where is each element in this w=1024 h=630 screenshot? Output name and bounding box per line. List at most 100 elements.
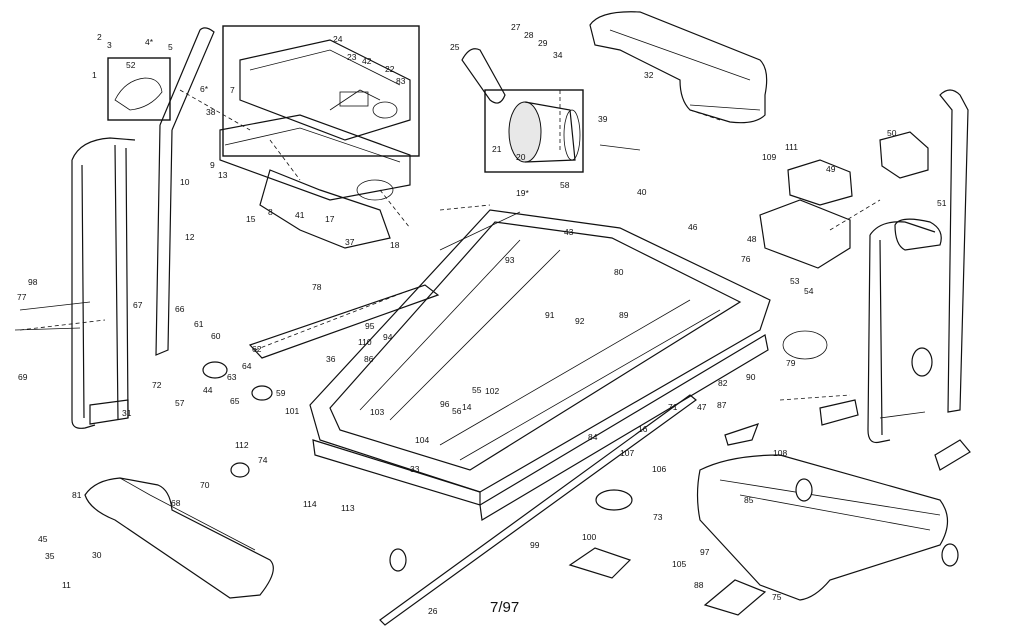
part-label-67: 67 bbox=[133, 300, 143, 310]
part-label-108: 108 bbox=[773, 448, 787, 458]
part-label-66: 66 bbox=[175, 304, 185, 314]
left-footrail bbox=[84, 477, 274, 599]
motor-hood bbox=[589, 11, 768, 124]
part-label-7: 7 bbox=[230, 85, 235, 95]
part-label-42: 42 bbox=[362, 56, 372, 66]
part-label-76: 76 bbox=[741, 254, 751, 264]
part-label-84: 84 bbox=[588, 432, 598, 442]
part-label-23: 23 bbox=[347, 52, 357, 62]
part-label-64: 64 bbox=[242, 361, 252, 371]
part-label-61: 61 bbox=[194, 319, 204, 329]
part-label-28: 28 bbox=[524, 30, 534, 40]
part-label-45: 45 bbox=[38, 534, 48, 544]
part-label-98: 98 bbox=[28, 277, 38, 287]
part-label-79: 79 bbox=[786, 358, 796, 368]
left-handrail bbox=[71, 137, 136, 429]
part-label-34: 34 bbox=[553, 50, 563, 60]
part-label-44: 44 bbox=[203, 385, 213, 395]
part-label-69: 69 bbox=[18, 372, 28, 382]
part-label-103: 103 bbox=[370, 407, 384, 417]
part-label-22: 22 bbox=[385, 64, 395, 74]
part-label-56: 56 bbox=[452, 406, 462, 416]
part-label-5: 5 bbox=[168, 42, 173, 52]
part-label-9: 9 bbox=[210, 160, 215, 170]
part-label-31: 31 bbox=[122, 408, 132, 418]
part-label-59: 59 bbox=[276, 388, 286, 398]
treadmill-frame bbox=[254, 204, 771, 521]
part-label-57: 57 bbox=[175, 398, 185, 408]
part-label-6-star: 6* bbox=[200, 84, 209, 94]
part-label-30: 30 bbox=[92, 550, 102, 560]
detail-box-console bbox=[222, 25, 420, 157]
part-label-39: 39 bbox=[598, 114, 608, 124]
part-label-55: 55 bbox=[472, 385, 482, 395]
part-label-71: 71 bbox=[668, 402, 678, 412]
part-label-72: 72 bbox=[152, 380, 162, 390]
part-label-51: 51 bbox=[937, 198, 947, 208]
part-label-73: 73 bbox=[653, 512, 663, 522]
part-label-20: 20 bbox=[516, 152, 526, 162]
part-label-68: 68 bbox=[171, 498, 181, 508]
detail-box-hand-sensor bbox=[107, 57, 171, 121]
part-label-113: 113 bbox=[341, 503, 355, 513]
part-label-87: 87 bbox=[717, 400, 727, 410]
part-label-78: 78 bbox=[312, 282, 322, 292]
part-label-80: 80 bbox=[614, 267, 624, 277]
part-label-41: 41 bbox=[295, 210, 305, 220]
part-label-52: 52 bbox=[126, 60, 136, 70]
part-label-63: 63 bbox=[227, 372, 237, 382]
part-label-88: 88 bbox=[694, 580, 704, 590]
part-label-32: 32 bbox=[644, 70, 654, 80]
part-label-111: 111 bbox=[785, 142, 798, 152]
part-label-37: 37 bbox=[345, 237, 355, 247]
part-label-114: 114 bbox=[303, 499, 317, 509]
part-label-26: 26 bbox=[428, 606, 438, 616]
detail-box-motor-pulley bbox=[484, 89, 584, 173]
part-label-8: 8 bbox=[268, 207, 273, 217]
part-label-40: 40 bbox=[637, 187, 647, 197]
part-label-16: 16 bbox=[638, 424, 648, 434]
part-label-91: 91 bbox=[545, 310, 555, 320]
part-label-43: 43 bbox=[564, 227, 574, 237]
part-label-70: 70 bbox=[200, 480, 210, 490]
part-label-15: 15 bbox=[246, 214, 256, 224]
part-label-112: 112 bbox=[235, 440, 249, 450]
part-label-74: 74 bbox=[258, 455, 268, 465]
part-label-97: 97 bbox=[700, 547, 710, 557]
part-label-18: 18 bbox=[390, 240, 400, 250]
revision-date: 7/97 bbox=[490, 599, 519, 616]
part-label-27: 27 bbox=[511, 22, 521, 32]
part-label-60: 60 bbox=[211, 331, 221, 341]
part-label-14: 14 bbox=[462, 402, 472, 412]
part-label-86: 86 bbox=[364, 354, 374, 364]
part-label-58: 58 bbox=[560, 180, 570, 190]
part-label-54: 54 bbox=[804, 286, 814, 296]
part-label-90: 90 bbox=[746, 372, 756, 382]
part-label-17: 17 bbox=[325, 214, 335, 224]
part-label-83: 83 bbox=[396, 76, 406, 86]
right-footrail bbox=[696, 454, 949, 601]
part-label-82: 82 bbox=[718, 378, 728, 388]
part-label-10: 10 bbox=[180, 177, 190, 187]
left-upright-tube bbox=[155, 27, 215, 356]
part-label-48: 48 bbox=[747, 234, 757, 244]
drive-belt bbox=[461, 48, 506, 104]
part-label-101: 101 bbox=[285, 406, 299, 416]
part-label-33: 33 bbox=[410, 464, 420, 474]
part-label-3: 3 bbox=[107, 40, 112, 50]
part-label-105: 105 bbox=[672, 559, 686, 569]
part-label-4-star: 4* bbox=[145, 37, 154, 47]
part-label-12: 12 bbox=[185, 232, 195, 242]
part-label-62: 62 bbox=[252, 344, 262, 354]
part-label-92: 92 bbox=[575, 316, 585, 326]
part-label-96: 96 bbox=[440, 399, 450, 409]
part-label-85: 85 bbox=[744, 495, 754, 505]
part-label-75: 75 bbox=[772, 592, 782, 602]
part-label-2: 2 bbox=[97, 32, 102, 42]
part-label-77: 77 bbox=[17, 292, 27, 302]
part-label-107: 107 bbox=[620, 448, 634, 458]
part-label-36: 36 bbox=[326, 354, 336, 364]
part-label-35: 35 bbox=[45, 551, 55, 561]
